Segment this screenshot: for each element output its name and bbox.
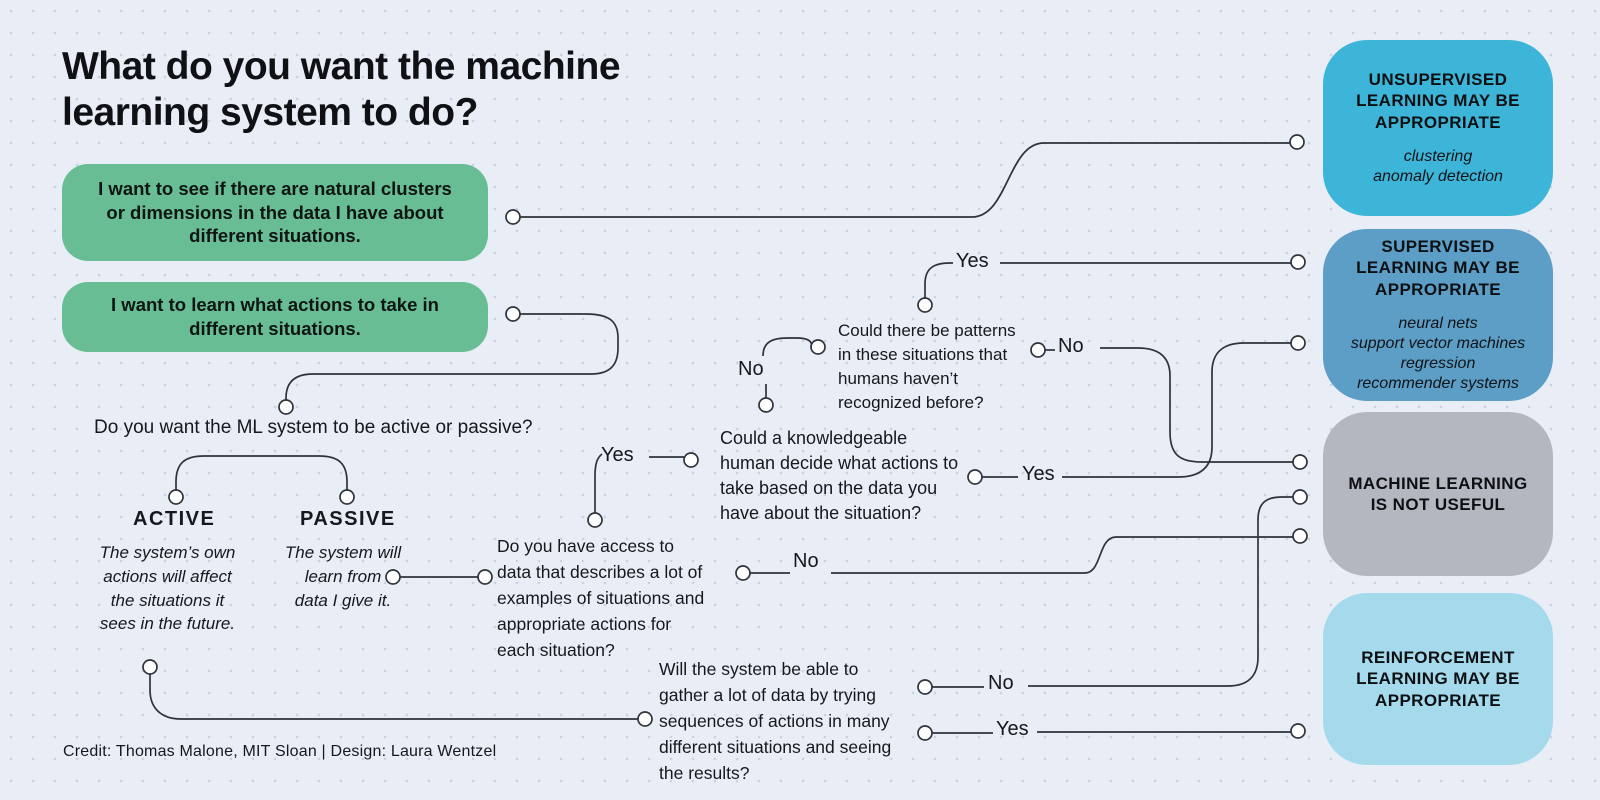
connector-endpoint bbox=[917, 679, 933, 695]
question-knowledgeable-human: Could a knowledgeable human decide what … bbox=[720, 428, 959, 523]
outcome-supervised-learning: SUPERVISED LEARNING MAY BE APPROPRIATE n… bbox=[1323, 229, 1553, 401]
page-title: What do you want the machine learning sy… bbox=[62, 45, 621, 135]
connector-endpoints bbox=[142, 134, 1308, 741]
connector-endpoint bbox=[917, 725, 933, 741]
question-unrecognized-patterns: Could there be patterns in these situati… bbox=[838, 321, 1016, 412]
credit-line: Credit: Thomas Malone, MIT Sloan | Desig… bbox=[63, 743, 497, 760]
connector-endpoint bbox=[168, 489, 184, 505]
outcome-ml-not-useful: MACHINE LEARNING IS NOT USEFUL bbox=[1323, 412, 1553, 576]
edge-knowledgeable-yes-b bbox=[1062, 342, 1291, 478]
edge-label-knowledgeable-no: No bbox=[738, 358, 764, 380]
connector-endpoint bbox=[278, 399, 294, 415]
edge-activepassive-bracket bbox=[175, 455, 348, 490]
outcome-title: SUPERVISED LEARNING MAY BE APPROPRIATE bbox=[1356, 237, 1520, 299]
edge-patterns-no-b bbox=[1100, 347, 1293, 463]
question-active-or-passive: Do you want the ML system to be active o… bbox=[94, 417, 533, 438]
start-node-clusters: I want to see if there are natural clust… bbox=[62, 164, 488, 261]
outcome-title: REINFORCEMENT LEARNING MAY BE APPROPRIAT… bbox=[1356, 648, 1520, 710]
connector-endpoint bbox=[1292, 489, 1308, 505]
option-passive-description: The system will learn from data I give i… bbox=[284, 543, 402, 610]
edge-actions-activepassive bbox=[285, 313, 619, 400]
edge-patterns-yes-a bbox=[924, 262, 953, 298]
connector-endpoint bbox=[1289, 134, 1305, 150]
connector-endpoint bbox=[1290, 335, 1306, 351]
connector-endpoint bbox=[1290, 723, 1306, 739]
edge-label-patterns-no: No bbox=[1058, 335, 1084, 357]
connector-endpoint bbox=[735, 565, 751, 581]
connector-endpoint bbox=[917, 297, 933, 313]
connector-endpoint bbox=[1290, 254, 1306, 270]
connector-endpoint bbox=[477, 569, 493, 585]
edge-access-no-b bbox=[831, 536, 1293, 574]
outcome-methods: neural nets support vector machines regr… bbox=[1350, 314, 1526, 392]
connector-endpoint bbox=[1292, 454, 1308, 470]
option-active-label: ACTIVE bbox=[133, 508, 216, 530]
edge-label-patterns-yes: Yes bbox=[956, 250, 989, 272]
question-data-access: Do you have access to data that describe… bbox=[497, 536, 705, 660]
connector-endpoint bbox=[587, 512, 603, 528]
edge-label-knowledgeable-yes: Yes bbox=[1022, 463, 1055, 485]
connector-endpoint bbox=[505, 209, 521, 225]
edge-active-gather bbox=[149, 674, 638, 720]
edge-access-yes-a bbox=[594, 453, 603, 513]
edge-label-access-no: No bbox=[793, 550, 819, 572]
edge-label-gather-yes: Yes bbox=[996, 718, 1029, 740]
outcome-title: UNSUPERVISED LEARNING MAY BE APPROPRIATE bbox=[1356, 70, 1520, 132]
outcome-title: MACHINE LEARNING IS NOT USEFUL bbox=[1348, 473, 1528, 514]
outcome-methods: clustering anomaly detection bbox=[1373, 147, 1503, 185]
connector-endpoint bbox=[142, 659, 158, 675]
edge-knowledgeable-no-b bbox=[762, 337, 813, 357]
connector-paths bbox=[149, 142, 1293, 734]
edge-gather-no-b bbox=[1028, 496, 1293, 687]
start-node-actions: I want to learn what actions to take in … bbox=[62, 282, 488, 352]
edge-label-access-yes: Yes bbox=[601, 444, 634, 466]
connector-endpoint bbox=[810, 339, 826, 355]
connector-endpoint bbox=[339, 489, 355, 505]
outcome-reinforcement-learning: REINFORCEMENT LEARNING MAY BE APPROPRIAT… bbox=[1323, 593, 1553, 765]
connector-endpoint bbox=[683, 452, 699, 468]
option-passive-label: PASSIVE bbox=[300, 508, 396, 530]
connector-endpoint bbox=[1030, 342, 1046, 358]
connector-endpoint bbox=[637, 711, 653, 727]
connector-endpoint bbox=[758, 397, 774, 413]
connector-endpoint bbox=[505, 306, 521, 322]
connector-endpoint bbox=[385, 569, 401, 585]
connector-endpoint bbox=[967, 469, 983, 485]
edge-label-gather-no: No bbox=[988, 672, 1014, 694]
edge-clusters-unsupervised bbox=[520, 142, 1290, 218]
question-gather-data: Will the system be able to gather a lot … bbox=[659, 659, 892, 783]
connector-endpoint bbox=[1292, 528, 1308, 544]
option-active-description: The system’s own actions will affect the… bbox=[99, 543, 236, 634]
outcome-unsupervised-learning: UNSUPERVISED LEARNING MAY BE APPROPRIATE… bbox=[1323, 40, 1553, 216]
